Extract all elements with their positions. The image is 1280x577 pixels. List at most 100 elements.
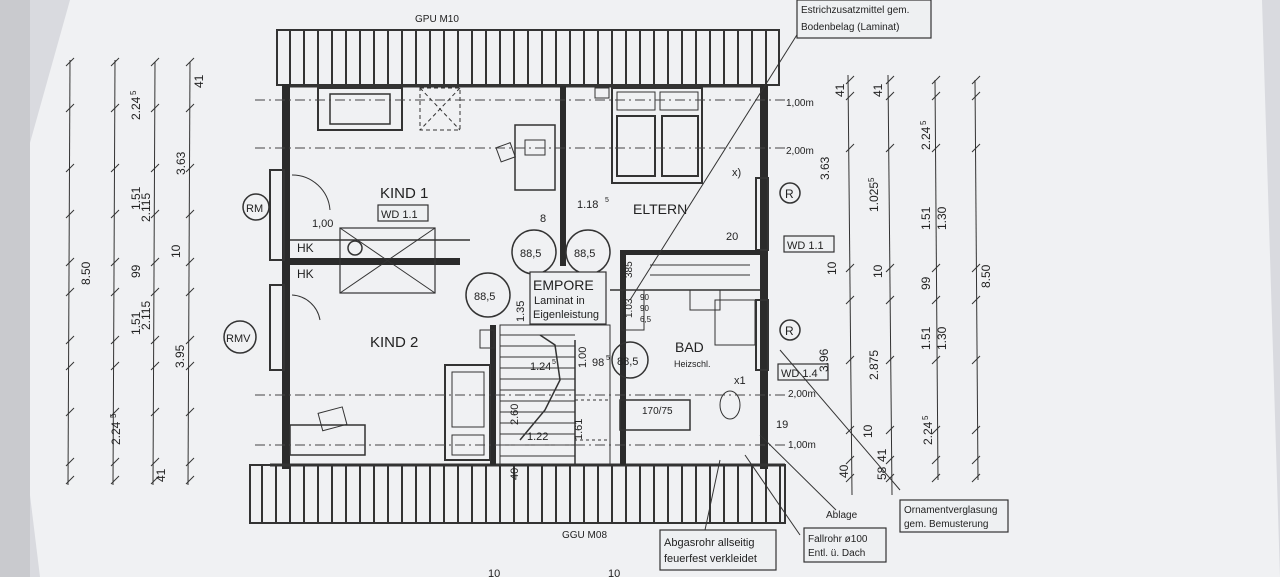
dim-rm2-a: 2.24 — [919, 126, 933, 150]
hatch-line — [150, 457, 160, 467]
dim-90b: 90 — [640, 304, 649, 313]
dim-rm2-g-sup: 5 — [921, 415, 930, 420]
dim-65: 6,5 — [640, 315, 652, 324]
r-symbol-1 — [779, 182, 801, 204]
hatch-line — [885, 425, 895, 435]
hatch-line — [971, 473, 981, 483]
hatch-line — [110, 407, 120, 417]
top-label: GPU M10 — [415, 14, 459, 25]
dim-rm-g: 58 — [875, 466, 889, 480]
hatch-line — [65, 257, 75, 267]
dim-lm-a-sup: 5 — [129, 90, 138, 95]
hatch-line — [65, 457, 75, 467]
hk-label-2: HK — [297, 267, 314, 281]
hatch-line — [185, 475, 195, 485]
dim-rm-b-sup: 5 — [867, 177, 876, 182]
callout-estrich-box — [796, 0, 932, 39]
dimension-lines-right — [845, 74, 981, 496]
dim-103: 1.03 — [624, 298, 635, 318]
hatch-line — [971, 143, 981, 153]
room-eltern: ELTERN — [633, 201, 687, 217]
hatch-line — [150, 57, 160, 67]
bath-tub-size: 170/75 — [642, 406, 673, 417]
dim-rm2-a-sup: 5 — [919, 120, 928, 125]
hatch-line — [150, 407, 160, 417]
hatch-line — [885, 455, 895, 465]
callout-fallrohr-2: Entl. ü. Dach — [808, 548, 865, 559]
dim-8: 8 — [540, 213, 546, 225]
staircase — [499, 324, 611, 466]
dim-rm2-b: 1.51 — [919, 206, 933, 230]
dim-li-c: 10 — [169, 244, 183, 258]
hatch-line — [885, 75, 895, 85]
empore-note-1: Laminat in — [534, 295, 585, 307]
hatch-line — [110, 457, 120, 467]
hatch-line — [185, 57, 195, 67]
callout-fallrohr-box — [803, 527, 887, 563]
dim-lm-e: 2.24 — [109, 421, 123, 445]
callout-ornament-box — [899, 499, 1009, 533]
room-kind2: KIND 2 — [370, 334, 418, 351]
hatch-line — [931, 455, 941, 465]
hatch-line — [885, 263, 895, 273]
callout-abgas-1: Abgasrohr allseitig — [664, 537, 755, 549]
dim-right-total: 8.50 — [979, 264, 993, 288]
slope-lines — [255, 99, 785, 446]
hatch-line — [110, 163, 120, 173]
dim-rm2-f: 1.30 — [935, 326, 949, 350]
hatch-line — [931, 75, 941, 85]
dim-100: 1,00 — [312, 218, 333, 230]
hk-label-1: HK — [297, 241, 314, 255]
room-kind1: KIND 1 — [380, 185, 428, 202]
callout-ablage: Ablage — [826, 510, 858, 521]
rm-label: RM — [246, 203, 263, 215]
dim-rm2-e: 1.51 — [919, 326, 933, 350]
room-bad: BAD — [675, 339, 704, 355]
hatch-line — [845, 355, 855, 365]
dim-rm-a: 41 — [871, 83, 885, 97]
dim-985: 98 — [592, 357, 604, 369]
hatch-line — [845, 295, 855, 305]
hatch-line — [931, 473, 941, 483]
hatch-line — [150, 257, 160, 267]
window-tag-2: WD 1.1 — [787, 240, 824, 252]
dim-200m-top: 2,00m — [786, 146, 814, 157]
dim-labels-right: 41 3.63 10 3.96 40 41 1.025 5 10 2.875 1… — [817, 83, 993, 480]
dim-rm-b: 1.025 — [867, 182, 881, 212]
hatch-line — [931, 355, 941, 365]
dim-135: 1.35 — [515, 301, 527, 322]
door-size-2: 88,5 — [574, 248, 595, 260]
hatch-line — [150, 163, 160, 173]
hatch-line — [845, 455, 855, 465]
hatch-line — [845, 75, 855, 85]
hatch-line — [65, 209, 75, 219]
hatch-line — [185, 257, 195, 267]
dim-124-sup: 5 — [552, 359, 556, 366]
hatch-line — [185, 103, 195, 113]
paper-shadow — [0, 0, 30, 577]
hatch-line — [150, 361, 160, 371]
dim-lm-e-sup: 5 — [109, 413, 118, 418]
dim-118-sup: 5 — [605, 197, 609, 204]
dim-lm-f: 41 — [192, 74, 206, 88]
hatch-line — [845, 143, 855, 153]
hatch-line — [885, 355, 895, 365]
dim-rm-e: 10 — [861, 424, 875, 438]
hatch-line — [185, 457, 195, 467]
dim-ri-d: 3.96 — [817, 348, 831, 372]
hatch-line — [971, 91, 981, 101]
hatch-line — [971, 295, 981, 305]
r-label-2: R — [785, 324, 794, 338]
hatch-line — [185, 209, 195, 219]
hatch-line — [185, 163, 195, 173]
dim-left-total: 8.50 — [79, 261, 93, 285]
dimension-lines-left — [65, 57, 195, 486]
callout-fallrohr-1: Fallrohr ø100 — [808, 534, 868, 545]
note-x1: x) — [732, 167, 741, 179]
hatch-line — [971, 263, 981, 273]
room-empore: EMPORE — [533, 277, 594, 293]
dim-rm-d: 2.875 — [867, 350, 881, 380]
rmv-label: RMV — [226, 333, 251, 345]
dim-labels-left: 8.50 2.24 5 1.51 99 1.51 2.24 5 41 41 3.… — [79, 74, 206, 482]
roof-top — [276, 29, 780, 86]
